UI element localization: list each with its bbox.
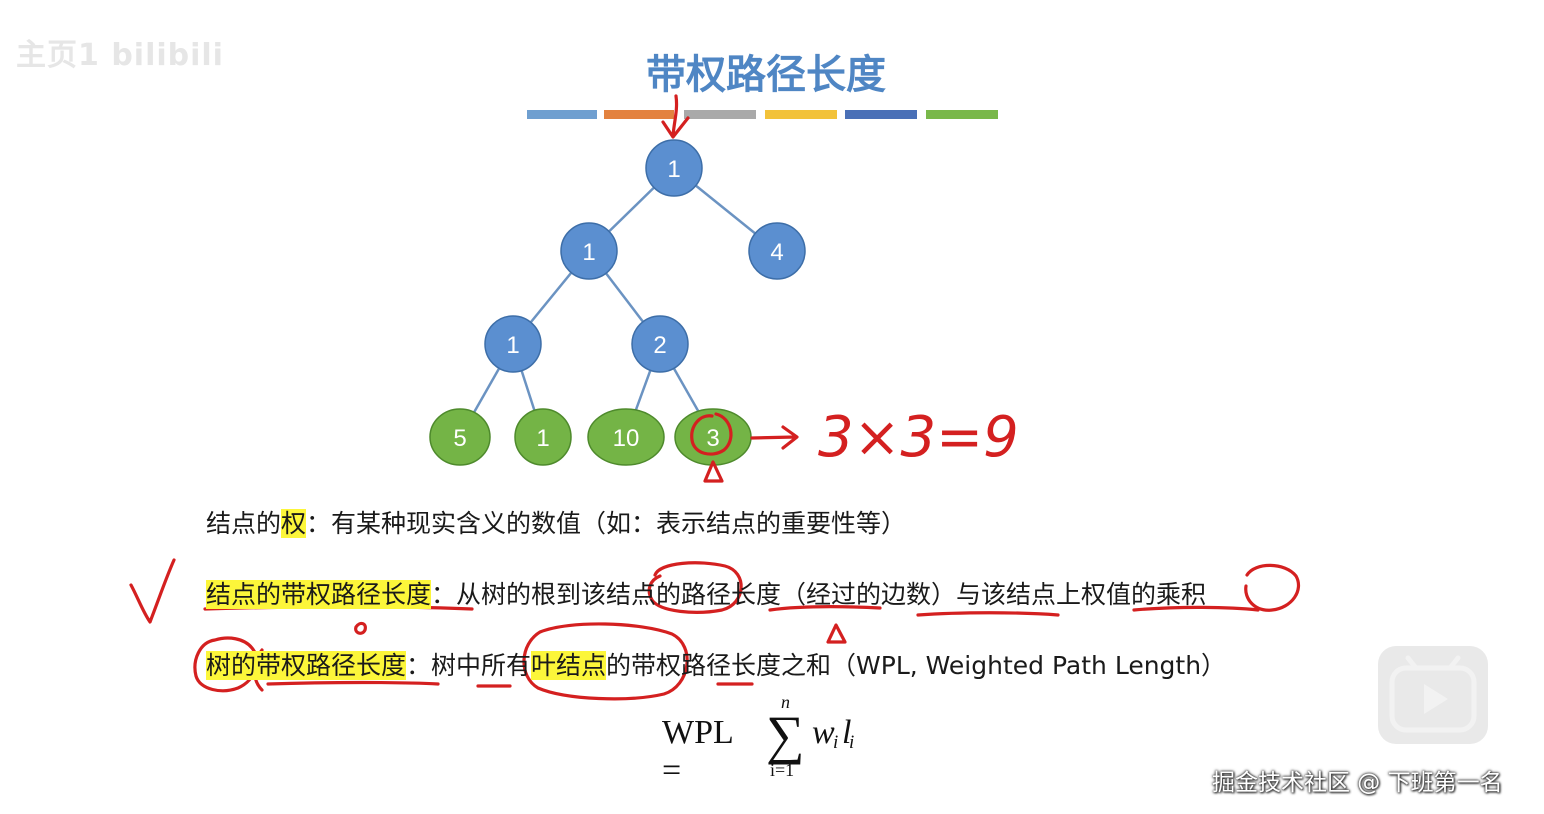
underline-annotation <box>916 611 1060 617</box>
highlight-segment: 结点的带权路径长度 <box>206 580 432 609</box>
text-segment: ：有某种现实含义的数值（如：表示结点的重要性等） <box>306 509 907 538</box>
formula-upper-limit: n <box>781 692 790 712</box>
node-value: 1 <box>506 332 519 359</box>
formula-w-subscript: i <box>833 732 839 753</box>
node-value: 5 <box>453 425 466 452</box>
tree-node-level2-left: 1 <box>560 222 618 280</box>
node-value: 3 <box>706 425 719 452</box>
title-bar-segment <box>926 110 998 119</box>
underline-annotation <box>1132 605 1260 612</box>
formula-w: w <box>812 714 835 751</box>
circle-annotation <box>647 561 743 614</box>
definition-node-weighted-path-length: 结点的带权路径长度：从树的根到该结点的路径长度（经过的边数）与该结点上权值的乘积 <box>206 575 1206 611</box>
text-segment: 的带权路径长度之和（WPL, Weighted Path Length） <box>606 651 1227 680</box>
circle-annotation <box>522 622 689 701</box>
formula-l-subscript: i <box>849 732 855 753</box>
tree-node-level3-left: 1 <box>484 315 542 373</box>
title-bar-segment <box>765 110 837 119</box>
node-value: 4 <box>770 239 783 266</box>
text-segment: ：从树的根到该结点的路径长度（经过的边数）与该结点上权值的乘积 <box>431 580 1207 609</box>
text-segment: 结点的 <box>206 509 282 538</box>
root-arrow-annotation <box>661 94 690 139</box>
title-bar-segment <box>527 110 597 119</box>
tree-leaf-3: 3 <box>674 408 752 466</box>
node-value: 1 <box>536 425 549 452</box>
underline-annotation <box>768 605 882 612</box>
circle-annotation <box>690 412 733 456</box>
check-mark-annotation <box>129 558 176 624</box>
formula-lower-limit: i=1 <box>770 760 795 780</box>
tree-edges <box>458 167 778 438</box>
definition-node-weight: 结点的权：有某种现实含义的数值（如：表示结点的重要性等） <box>206 504 906 540</box>
tree-node-level3-right: 2 <box>631 315 689 373</box>
circle-annotation <box>1244 563 1301 612</box>
text-segment: ：树中所有 <box>406 651 532 680</box>
tree-node-root: 1 <box>645 139 703 197</box>
node-value: 10 <box>613 425 640 452</box>
triangle-annotation <box>826 623 847 644</box>
circle-annotation <box>193 636 259 693</box>
title-bar-segment <box>604 110 674 119</box>
tree-node-level2-right: 4 <box>748 222 806 280</box>
highlight-segment: 树的带权路径长度 <box>206 651 407 680</box>
highlight-segment: 叶结点 <box>531 651 607 680</box>
definition-tree-weighted-path-length: 树的带权路径长度：树中所有叶结点的带权路径长度之和（WPL, Weighted … <box>206 646 1226 682</box>
node-value: 2 <box>653 332 666 359</box>
tree-leaf-1: 1 <box>514 408 572 466</box>
bilibili-watermark: 主页1 bilibili <box>16 38 224 73</box>
formula-sigma: ∑ <box>766 705 805 765</box>
equation-annotation: 3×3=9 <box>818 405 1019 470</box>
play-icon <box>1389 655 1477 733</box>
underline-annotation <box>266 680 440 686</box>
slide-title: 带权路径长度 <box>0 42 1544 100</box>
equation-arrow-annotation <box>750 425 799 450</box>
slide-title-text: 带权路径长度 <box>646 52 886 98</box>
node-value: 1 <box>667 156 680 183</box>
title-bar-segment <box>845 110 917 119</box>
title-bar-segment <box>684 110 756 119</box>
formula-lhs: WPL = <box>662 714 733 789</box>
tree-leaf-5: 5 <box>429 408 491 466</box>
play-button[interactable] <box>1378 646 1488 744</box>
tree-leaf-10: 10 <box>587 408 665 466</box>
triangle-annotation <box>703 460 724 483</box>
node-value: 1 <box>582 239 595 266</box>
underline-annotation <box>354 621 367 635</box>
formula-l: l <box>842 714 852 751</box>
juejin-watermark: 掘金技术社区 @ 下班第一名 <box>1212 770 1503 796</box>
highlight-segment: 权 <box>281 509 307 538</box>
title-color-bar <box>527 110 998 119</box>
